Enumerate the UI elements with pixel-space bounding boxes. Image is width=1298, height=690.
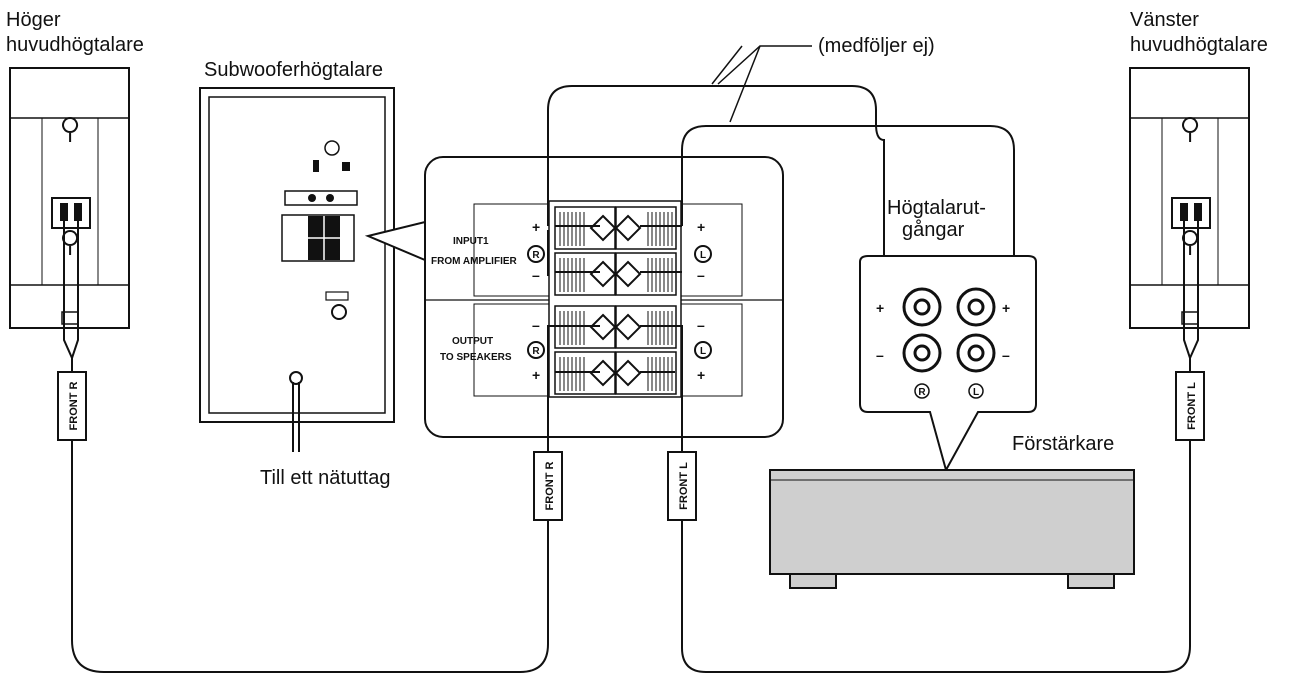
polarity-plus: + (532, 219, 540, 235)
channel-l-badge: L (700, 250, 706, 261)
enlarged-terminal-panel: INPUT1 FROM AMPLIFIER OUTPUT TO SPEAKERS… (424, 156, 784, 438)
amp-terminal-r-minus (902, 333, 942, 373)
speaker-terminal (51, 197, 91, 229)
front-r-tag-left: FRONT R (57, 371, 87, 441)
not-supplied-leaders (711, 45, 812, 123)
subwoofer-label: Subwooferhögtalare (204, 59, 383, 81)
keyhole-icon (1182, 117, 1199, 142)
cable-front-l-speaker (681, 440, 1191, 673)
power-outlet-label: Till ett nätuttag (260, 467, 390, 489)
amp-polarity-minus: – (1002, 347, 1010, 363)
amplifier-foot (1067, 573, 1115, 589)
speaker-outputs-label-line1: Högtalarut- (887, 197, 986, 219)
front-l-tag-text: FRONT L (1186, 382, 1198, 430)
amp-channel-r: R (918, 387, 926, 398)
right-main-speaker (9, 67, 130, 329)
front-l-tag-text: FRONT L (678, 462, 690, 510)
polarity-minus: – (532, 317, 540, 333)
subwoofer-terminal-block (281, 214, 355, 262)
amp-polarity-minus: – (876, 347, 884, 363)
amplifier-foot (789, 573, 837, 589)
front-l-tag-right: FRONT L (1175, 371, 1205, 441)
channel-r-badge: R (532, 250, 540, 261)
polarity-minus: – (697, 267, 705, 283)
cable-front-r-speaker (63, 210, 549, 673)
right-speaker-label-line2: huvudhögtalare (6, 34, 144, 56)
amp-channel-l: L (973, 387, 979, 398)
left-speaker-label-line1: Vänster (1130, 9, 1199, 31)
polarity-plus: + (697, 367, 705, 383)
amp-terminal-l-plus (956, 287, 996, 327)
polarity-minus: – (532, 267, 540, 283)
amp-polarity-plus: + (1002, 300, 1010, 316)
front-r-tag-text: FRONT R (544, 462, 556, 511)
amp-polarity-plus: + (876, 300, 884, 316)
amplifier-label: Förstärkare (1012, 433, 1114, 455)
speaker-terminal (1171, 197, 1211, 229)
output-label-line1: OUTPUT (452, 336, 493, 347)
power-cord-entry (289, 371, 303, 385)
volume-knob (324, 140, 340, 156)
left-main-speaker (1129, 67, 1250, 329)
not-supplied-label: (medföljer ej) (818, 35, 935, 57)
power-cord (292, 382, 300, 452)
output-label-line2: TO SPEAKERS (440, 352, 512, 363)
cable-front-l-right-speaker (1183, 210, 1199, 372)
front-l-tag-center: FRONT L (667, 437, 697, 521)
channel-r-badge-output: R (532, 346, 540, 357)
channel-l-badge-output: L (700, 346, 706, 357)
keyhole-icon (62, 117, 79, 142)
speaker-outputs-label-line2: gångar (902, 219, 965, 241)
amplifier-output-callout: + – + – R L (859, 255, 1037, 473)
front-r-tag-center: FRONT R (533, 437, 563, 521)
input-label-line2: FROM AMPLIFIER (431, 256, 518, 267)
amplifier (769, 469, 1135, 589)
polarity-plus: + (697, 219, 705, 235)
amp-terminal-l-minus (956, 333, 996, 373)
front-r-tag-text: FRONT R (68, 382, 80, 431)
right-speaker-label-line1: Höger (6, 9, 61, 31)
polarity-plus: + (532, 367, 540, 383)
left-speaker-label-line2: huvudhögtalare (1130, 34, 1268, 56)
input-label-line1: INPUT1 (453, 236, 489, 247)
subwoofer-rear-panel (199, 87, 395, 423)
amp-terminal-r-plus (902, 287, 942, 327)
polarity-minus: – (697, 317, 705, 333)
